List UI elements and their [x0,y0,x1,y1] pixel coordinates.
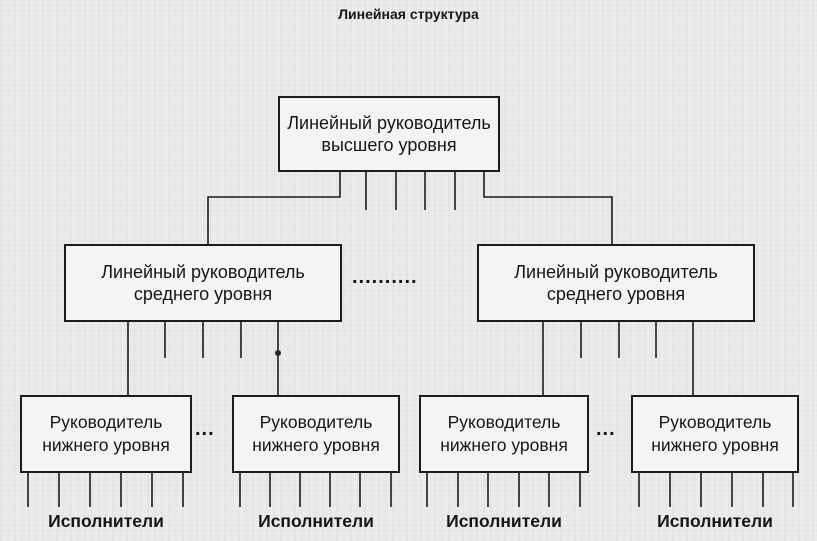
lower-manager-box-2: Руководитель нижнего уровня [232,395,400,473]
lower-manager-label-line1: Руководитель [658,412,772,433]
connector-top-to-mid-left [207,172,341,244]
lower-ellipsis-right: ... [596,418,616,440]
top-manager-label-line1: Линейный руководитель [287,112,491,133]
middle-manager-label-line2: среднего уровня [546,284,686,304]
lower-manager-label-line1: Руководитель [259,412,373,433]
top-manager-label-line2: высшего уровня [321,135,457,155]
lower-manager-label-line1: Руководитель [447,412,561,433]
executors-label-1: Исполнители [48,511,164,531]
lower-manager-label-line2: нижнего уровня [42,435,170,455]
lower-manager-box-4: Руководитель нижнего уровня [631,395,799,473]
lower-ellipsis-left: ... [195,418,215,440]
executors-label-3: Исполнители [446,511,562,531]
lower-manager-box-3: Руководитель нижнего уровня [419,395,589,473]
middle-manager-label-line2: среднего уровня [133,284,273,304]
middle-manager-label-line1: Линейный руководитель [101,261,305,282]
top-manager-box: Линейный руководитель высшего уровня [278,96,500,172]
ink-spot [275,350,281,356]
diagram-title: Линейная структура [338,6,479,22]
executors-label-4: Исполнители [657,511,773,531]
lower-manager-label-line1: Руководитель [49,412,163,433]
executors-label-2: Исполнители [258,511,374,531]
lower-manager-label-line2: нижнего уровня [440,435,568,455]
middle-manager-box-left: Линейный руководитель среднего уровня [64,244,342,322]
middle-ellipsis: .......... [352,266,418,288]
lower-manager-label-line2: нижнего уровня [252,435,380,455]
middle-manager-box-right: Линейный руководитель среднего уровня [477,244,755,322]
lower-manager-label-line2: нижнего уровня [651,435,779,455]
middle-manager-label-line1: Линейный руководитель [514,261,718,282]
connector-top-to-mid-right [483,172,613,244]
lower-manager-box-1: Руководитель нижнего уровня [20,395,192,473]
